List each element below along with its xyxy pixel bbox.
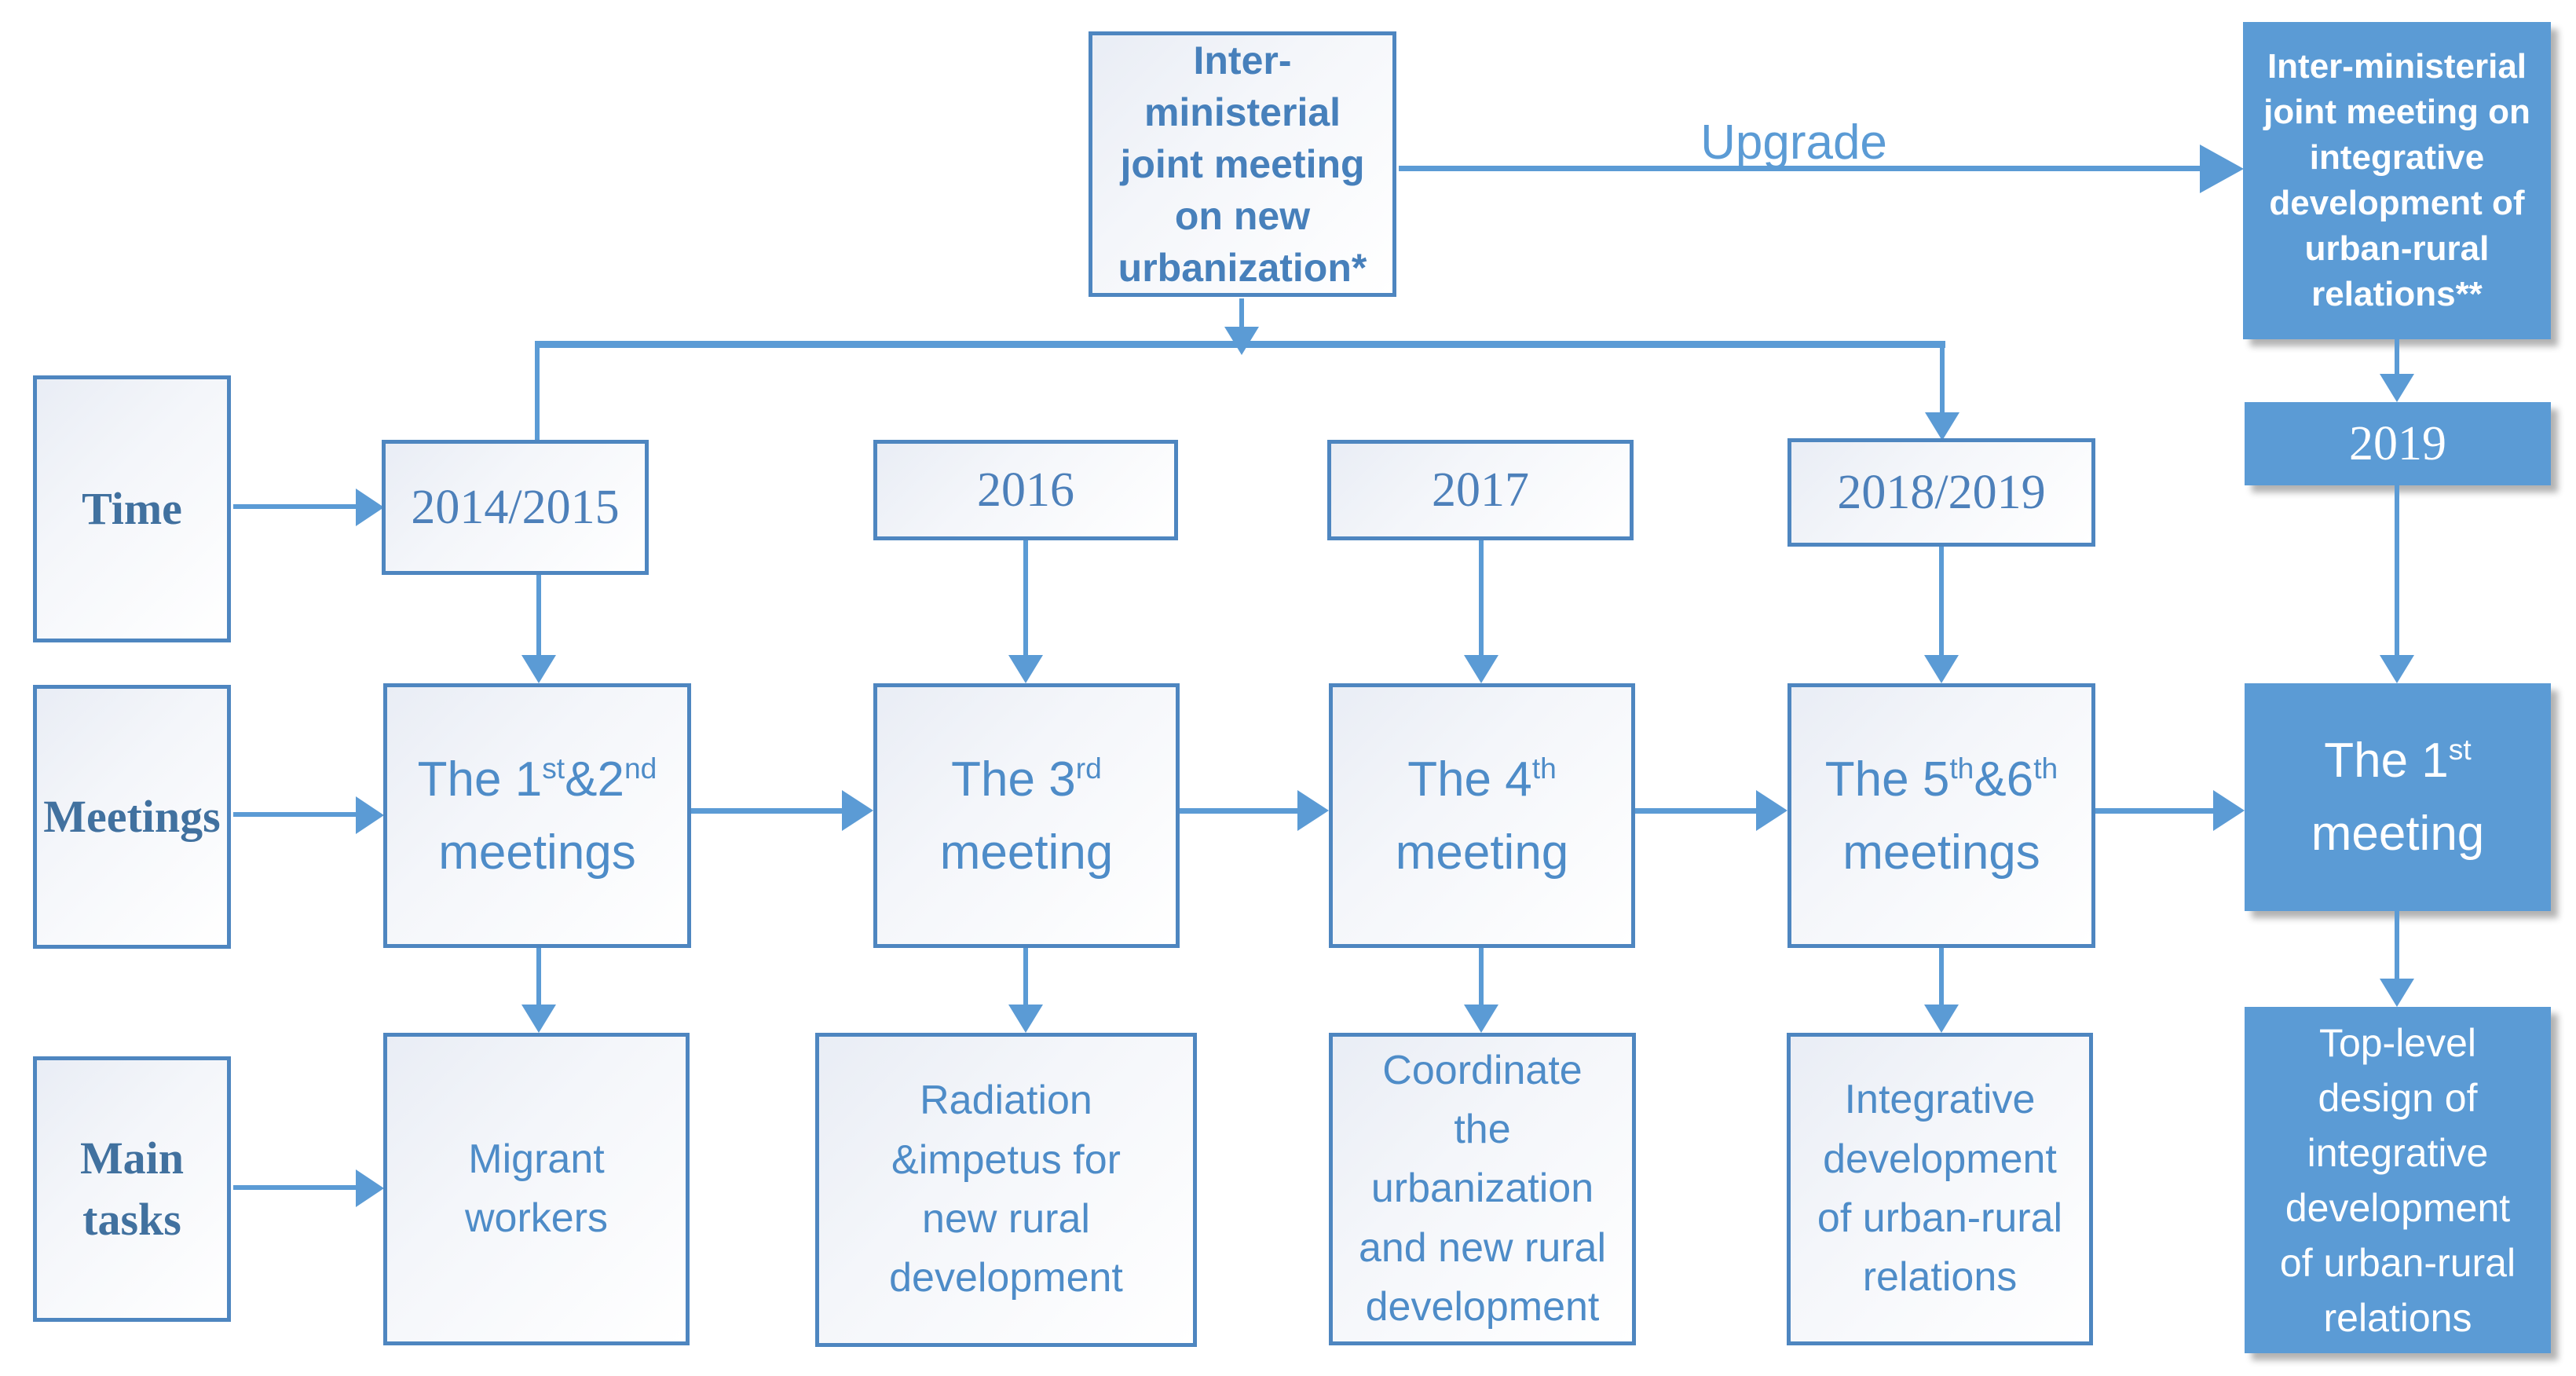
meeting-box-5-6: The 5th&6th meetings — [1787, 683, 2095, 948]
distribution-right-arrowhead-icon — [1925, 412, 1959, 441]
meeting3-to-meeting4-arrowhead-icon — [1756, 790, 1787, 831]
meeting2-to-meeting3-arrowhead-icon — [1297, 790, 1329, 831]
meetings-label-arrow-line — [233, 812, 357, 817]
upgraded-to-2019-line — [2395, 339, 2399, 377]
origin-meeting-label: Inter- ministerial joint meeting on new … — [1118, 38, 1367, 290]
meeting-label-4: The 4th meeting — [1395, 751, 1569, 880]
time5-to-meeting5-line — [2395, 485, 2399, 657]
task-box-coordinate-urbanization: Coordinate the urbanization and new rura… — [1329, 1033, 1636, 1345]
main-tasks-label-arrowhead-icon — [356, 1169, 384, 1207]
meeting3-to-task3-line — [1479, 948, 1484, 1008]
time-2014-2015: 2014/2015 — [411, 480, 620, 534]
row-label-main-tasks-box: Main tasks — [33, 1056, 231, 1322]
task-box-radiation-impetus: Radiation &impetus for new rural develop… — [815, 1033, 1197, 1347]
time-2017: 2017 — [1432, 463, 1529, 517]
time-2018-2019: 2018/2019 — [1837, 465, 2046, 519]
row-label-meetings: Meetings — [43, 790, 221, 842]
task-box-migrant-workers: Migrant workers — [383, 1033, 690, 1345]
time-2016: 2016 — [977, 463, 1074, 517]
meeting3-to-task3-arrowhead-icon — [1464, 1005, 1498, 1033]
task-label-coordinate-urbanization: Coordinate the urbanization and new rura… — [1358, 1047, 1607, 1330]
origin-meeting-box: Inter- ministerial joint meeting on new … — [1089, 31, 1396, 297]
upgrade-label: Upgrade — [1700, 115, 1887, 170]
meeting5-to-task5-arrowhead-icon — [2380, 979, 2414, 1007]
meeting3-to-meeting4-line — [1635, 808, 1758, 814]
meeting2-to-task2-arrowhead-icon — [1008, 1005, 1043, 1033]
time3-to-meeting3-arrowhead-icon — [1464, 655, 1498, 683]
distribution-right-drop-line — [1940, 346, 1945, 414]
time2-to-meeting2-arrowhead-icon — [1008, 655, 1043, 683]
time4-to-meeting4-arrowhead-icon — [1924, 655, 1959, 683]
time-box-2016: 2016 — [873, 440, 1178, 540]
meeting4-to-task4-line — [1939, 948, 1944, 1008]
time-box-2019: 2019 — [2245, 402, 2551, 485]
meeting-label-5-6: The 5th&6th meetings — [1824, 751, 2058, 880]
meeting2-to-meeting3-line — [1180, 808, 1299, 814]
task-box-integrative-development: Integrative development of urban-rural r… — [1787, 1033, 2093, 1345]
upgrade-arrow-line — [1399, 166, 2201, 171]
time-box-2018-2019: 2018/2019 — [1787, 438, 2095, 547]
time-2019: 2019 — [2349, 416, 2446, 470]
meeting-label-new-1st: The 1st meeting — [2311, 733, 2485, 861]
row-label-main-tasks: Main tasks — [79, 1132, 185, 1245]
task-label-integrative-development: Integrative development of urban-rural r… — [1817, 1077, 2063, 1301]
meeting-label-3: The 3rd meeting — [939, 751, 1114, 880]
distribution-line — [535, 341, 1945, 348]
meeting4-to-meeting5-line — [2095, 808, 2215, 814]
meeting-box-4: The 4th meeting — [1329, 683, 1635, 948]
time-box-2017: 2017 — [1327, 440, 1634, 540]
upgraded-meeting-box: Inter-ministerial joint meeting on integ… — [2243, 22, 2551, 339]
meeting-label-1-2: The 1st&2nd meetings — [417, 751, 657, 880]
meeting1-to-meeting2-line — [691, 808, 843, 814]
meeting1-to-meeting2-arrowhead-icon — [842, 790, 873, 831]
time1-to-meeting1-line — [536, 575, 541, 657]
time-box-2014-2015: 2014/2015 — [382, 440, 649, 575]
meeting1-to-task1-line — [536, 948, 541, 1008]
time3-to-meeting3-line — [1479, 540, 1484, 657]
upgraded-to-2019-arrowhead-icon — [2380, 374, 2414, 402]
row-label-time: Time — [82, 482, 182, 534]
meeting4-to-task4-arrowhead-icon — [1924, 1005, 1959, 1033]
meeting-box-3: The 3rd meeting — [873, 683, 1180, 948]
time-label-arrow-line — [233, 504, 357, 509]
meeting-box-1-2: The 1st&2nd meetings — [383, 683, 691, 948]
meeting4-to-meeting5-arrowhead-icon — [2213, 790, 2245, 831]
meetings-label-arrowhead-icon — [356, 796, 384, 834]
distribution-left-drop-line — [535, 346, 540, 441]
row-label-meetings-box: Meetings — [33, 685, 231, 949]
meeting2-to-task2-line — [1023, 948, 1028, 1008]
meeting-box-new-1st: The 1st meeting — [2245, 683, 2551, 911]
time4-to-meeting4-line — [1939, 547, 1944, 657]
task-box-top-level-design: Top-level design of integrative developm… — [2245, 1007, 2551, 1353]
task-label-migrant-workers: Migrant workers — [464, 1136, 609, 1241]
time5-to-meeting5-arrowhead-icon — [2380, 655, 2414, 683]
origin-drop-line — [1239, 298, 1244, 328]
main-tasks-label-arrow-line — [233, 1185, 357, 1190]
task-label-radiation-impetus: Radiation &impetus for new rural develop… — [889, 1078, 1123, 1301]
upgrade-arrowhead-icon — [2200, 145, 2244, 193]
row-label-time-box: Time — [33, 375, 231, 642]
time-label-arrowhead-icon — [356, 489, 384, 526]
time2-to-meeting2-line — [1023, 540, 1028, 657]
upgraded-meeting-label: Inter-ministerial joint meeting on integ… — [2263, 46, 2530, 314]
meeting1-to-task1-arrowhead-icon — [521, 1005, 556, 1033]
meeting5-to-task5-line — [2395, 911, 2399, 982]
task-label-top-level-design: Top-level design of integrative developm… — [2279, 1020, 2516, 1340]
time1-to-meeting1-arrowhead-icon — [521, 655, 556, 683]
